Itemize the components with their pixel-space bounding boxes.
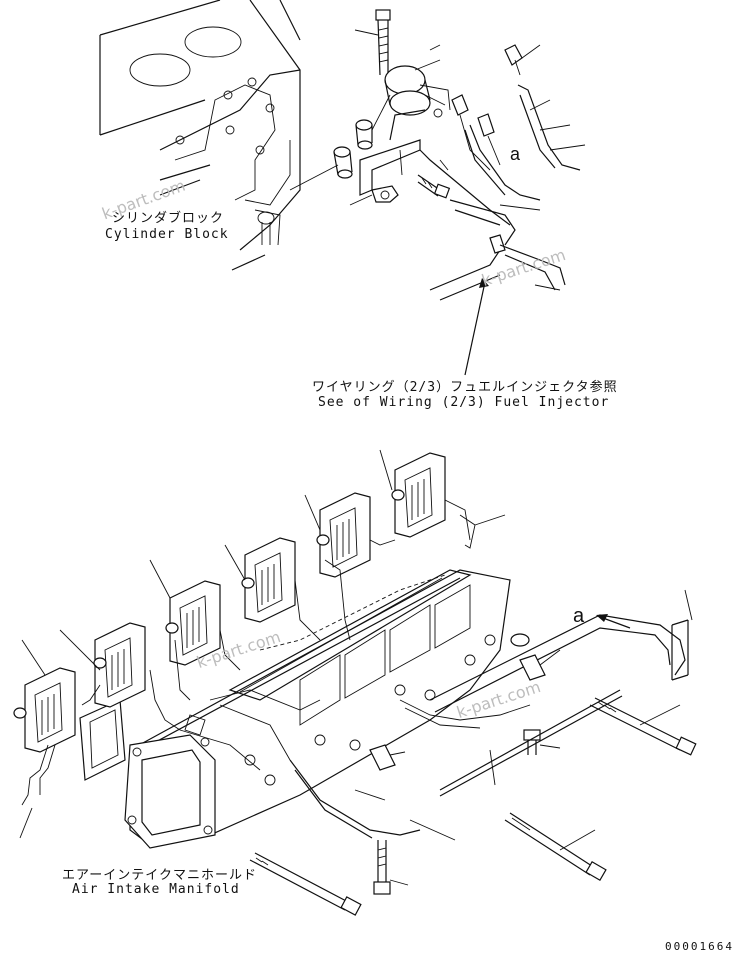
heater-unit-4 bbox=[241, 537, 296, 623]
bolt-top bbox=[354, 9, 391, 76]
heater-wiring bbox=[19, 449, 506, 839]
bolt-vertical bbox=[373, 840, 409, 895]
heater-unit-2 bbox=[93, 622, 146, 708]
long-bolt-2 bbox=[504, 812, 607, 882]
connector-plug-2 bbox=[451, 94, 491, 171]
wiring-bottom bbox=[289, 689, 623, 841]
wire-harness-top: a bbox=[429, 84, 586, 301]
wiring-ref-label-jp: ワイヤリング（2/3）フュエルインジェクタ参照 bbox=[312, 380, 618, 395]
wiring-ref-leader bbox=[464, 278, 489, 376]
bolt-small-right bbox=[523, 729, 561, 755]
spacer-2 bbox=[355, 94, 391, 150]
view-marker-a-top: a bbox=[510, 144, 521, 164]
air-intake-label-en: Air Intake Manifold bbox=[72, 882, 240, 897]
clamp-1 bbox=[510, 633, 561, 681]
wiring-ref-label-en: See of Wiring (2/3) Fuel Injector bbox=[318, 395, 610, 410]
cylinder-block bbox=[99, 0, 301, 271]
heater-unit-3 bbox=[165, 580, 221, 666]
connector-plug-1 bbox=[504, 44, 541, 76]
gasket bbox=[79, 699, 126, 781]
drawing-number: 00001664 bbox=[665, 940, 734, 953]
clamp-2 bbox=[369, 744, 406, 771]
air-intake-label-jp: エアーインテイクマニホールド bbox=[62, 868, 257, 883]
heater-unit-1 bbox=[13, 667, 76, 753]
connector-plug-3 bbox=[477, 113, 501, 166]
nut bbox=[349, 185, 399, 206]
heater-unit-5 bbox=[316, 492, 371, 578]
air-intake-manifold bbox=[124, 569, 511, 849]
intake-pipe: a bbox=[429, 589, 693, 713]
cylinder-block-label-en: Cylinder Block bbox=[105, 227, 229, 242]
bracket bbox=[359, 109, 511, 226]
bolt-middle bbox=[417, 159, 451, 199]
long-bolt-1 bbox=[589, 697, 697, 756]
long-bolt-3 bbox=[249, 852, 362, 916]
cylinder-block-label-jp: シリンダブロック bbox=[112, 211, 225, 226]
relay-component bbox=[384, 44, 451, 118]
heater-unit-6 bbox=[391, 452, 446, 538]
view-marker-a-bottom: a bbox=[573, 605, 585, 627]
spacer-1 bbox=[289, 146, 353, 191]
